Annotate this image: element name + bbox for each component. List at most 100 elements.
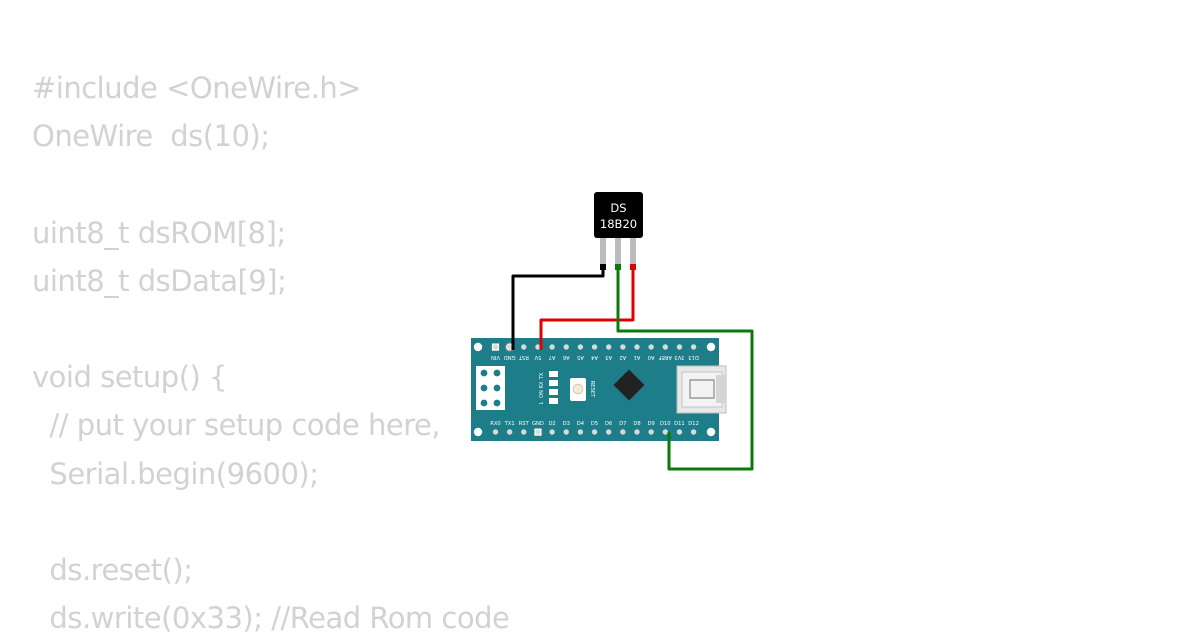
sensor-label-line1: DS	[610, 201, 626, 215]
top-pin-label: A1	[634, 354, 641, 360]
sensor-lead	[615, 237, 621, 266]
bottom-pin-label: D11	[674, 421, 685, 427]
code-line: void setup() {	[32, 360, 228, 395]
ds18b20-sensor[interactable]: DS 18B20	[594, 192, 643, 266]
code-line: uint8_t dsData[9];	[32, 263, 287, 298]
sensor-lead	[600, 237, 606, 266]
data-wire[interactable]	[616, 264, 754, 471]
bottom-pin-label: D8	[633, 421, 640, 427]
top-pin-label: A4	[590, 354, 598, 360]
pin-hole	[577, 344, 584, 350]
pin-hole	[549, 429, 555, 435]
pin-hole	[563, 344, 569, 350]
top-pin-label: 3V3	[674, 354, 684, 360]
mounting-hole	[473, 427, 483, 437]
code-line: uint8_t dsROM[8];	[32, 215, 286, 250]
top-pin-label: 5V	[534, 354, 541, 360]
sensor-lead	[630, 237, 636, 266]
bottom-pin-label: RST	[519, 421, 530, 427]
reset-button[interactable]: RESET	[570, 378, 595, 401]
code-listing: #include <OneWire.h> OneWire ds(10); uint8…	[32, 64, 510, 642]
data-wire-tip	[615, 264, 621, 270]
code-line: ds.write(0x33); //Read Rom code	[32, 601, 510, 636]
pin-hole	[620, 429, 626, 435]
code-line: // put your setup code here,	[32, 408, 441, 443]
top-pin-label: RST	[518, 354, 529, 360]
top-pin-label: A3	[605, 354, 612, 360]
pin-hole	[492, 344, 499, 350]
pin-hole	[690, 344, 697, 350]
vcc-wire[interactable]	[539, 264, 635, 350]
top-pin-label: A7	[549, 354, 556, 360]
bottom-pin-label: TX1	[504, 421, 515, 427]
pin-hole	[676, 344, 683, 350]
top-pin-label: AREF	[659, 354, 672, 360]
bottom-pin-header	[491, 428, 698, 436]
microcontroller-chip	[613, 369, 645, 401]
pin-hole	[690, 429, 697, 435]
bottom-pin-label: D9	[648, 421, 655, 427]
pin-hole	[606, 344, 612, 350]
pin-hole	[521, 429, 527, 435]
bottom-pin-label: GND	[532, 421, 544, 427]
code-line: Serial.begin(9600);	[32, 456, 319, 491]
code-line: OneWire ds(10);	[32, 119, 270, 154]
led-label: ON	[539, 390, 545, 398]
led-label: L	[539, 401, 545, 404]
mounting-hole	[706, 342, 716, 352]
pin-hole	[506, 429, 513, 435]
code-line: #include <OneWire.h>	[32, 71, 362, 105]
top-pin-label: A6	[563, 354, 570, 360]
gnd-wire-tip	[600, 264, 606, 270]
vcc-wire-tip	[630, 264, 636, 270]
led	[549, 380, 558, 386]
icsp-header	[476, 366, 505, 410]
bottom-pin-label: D10	[660, 421, 671, 427]
pin-hole	[535, 344, 541, 350]
bottom-pin-label: D6	[605, 421, 612, 427]
gnd-wire[interactable]	[511, 264, 605, 350]
bottom-pin-label: D12	[688, 421, 699, 427]
pin-hole	[634, 344, 640, 350]
pin-hole	[549, 344, 555, 350]
sensor-body	[594, 192, 643, 238]
pin-hole	[521, 344, 527, 350]
pin-hole	[506, 344, 513, 350]
reset-label: RESET	[589, 381, 595, 398]
led	[549, 371, 558, 377]
pin-hole	[662, 429, 668, 435]
pin-hole	[676, 429, 683, 435]
pin-hole	[662, 344, 668, 350]
pin-hole	[648, 344, 654, 350]
pin-hole	[648, 429, 654, 435]
pin-hole	[606, 429, 612, 435]
sensor-label-line2: 18B20	[600, 217, 637, 231]
pin-hole	[620, 344, 626, 350]
bottom-pin-label: D3	[563, 421, 570, 427]
top-pin-label: VIN	[491, 354, 500, 360]
bottom-pin-label: D4	[577, 421, 585, 427]
usb-connector	[676, 365, 727, 414]
mounting-hole	[473, 342, 483, 352]
top-pin-label: D13	[688, 354, 699, 360]
led	[549, 398, 558, 404]
pin-hole	[535, 429, 541, 435]
top-pin-label: A2	[619, 354, 626, 360]
bottom-pin-label: D2	[548, 421, 555, 427]
top-pin-header	[491, 342, 698, 352]
bottom-pin-label: D7	[619, 421, 626, 427]
pin-hole	[563, 429, 569, 435]
bottom-pin-label: RX0	[490, 421, 500, 427]
pin-hole	[492, 429, 499, 435]
pin-hole	[634, 429, 640, 435]
top-pin-label: A5	[577, 354, 584, 360]
led-label: RX	[539, 381, 545, 388]
top-pin-label: A0	[648, 354, 655, 360]
pin-hole	[591, 344, 598, 350]
mounting-hole	[706, 427, 716, 437]
